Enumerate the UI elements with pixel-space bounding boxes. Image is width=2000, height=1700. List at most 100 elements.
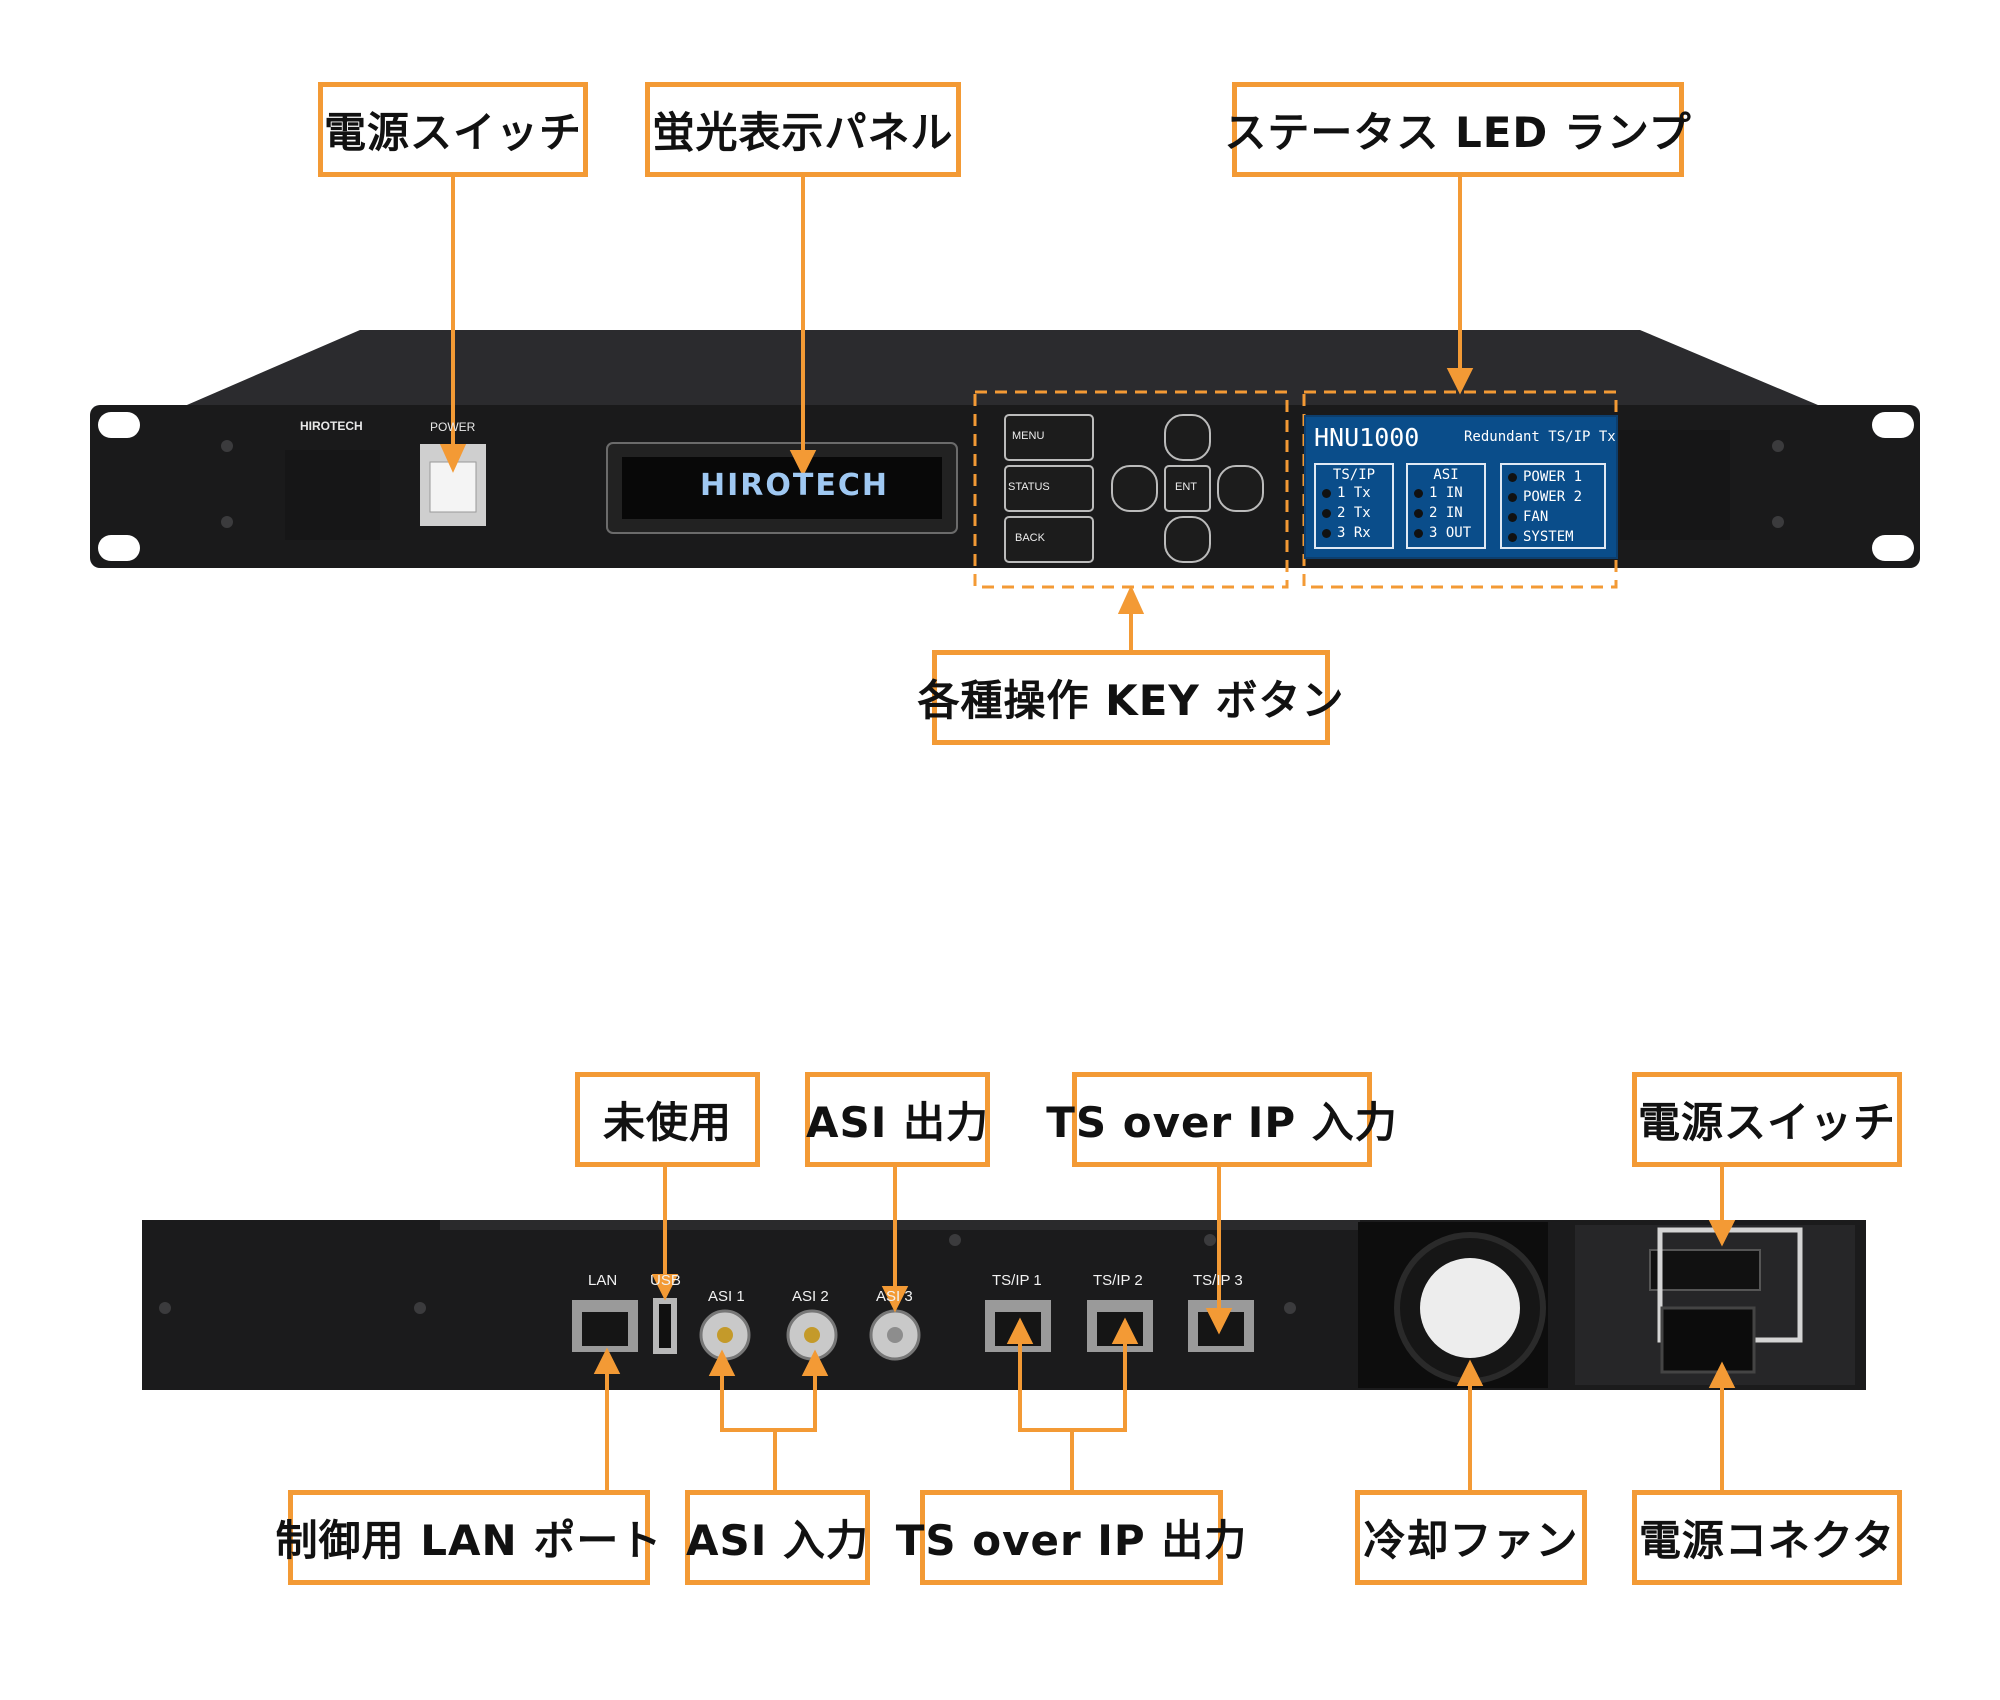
menu-key[interactable] [1004,414,1094,461]
led-row: POWER 1 [1508,469,1582,485]
lan-label: LAN [588,1272,618,1289]
asi1-label: ASI 1 [708,1288,745,1305]
callout-lan-port: 制御用 LAN ポート [276,1490,661,1585]
led-row: POWER 2 [1508,489,1582,505]
usb-label: USB [650,1272,681,1289]
cooling-fan-hub [1420,1258,1520,1358]
tsip3-label: TS/IP 3 [1193,1272,1243,1289]
led-group-title: ASI [1433,467,1459,483]
led-row: SYSTEM [1508,529,1574,545]
led-indicator [1322,528,1331,538]
led-row-label: 1 Tx [1337,485,1371,501]
rack-hole [1872,412,1914,438]
led-row: 3 Rx [1322,525,1371,541]
led-group-tsip: TS/IP 1 Tx 2 Tx 3 Rx [1314,463,1394,549]
menu-key-label: MENU [1012,430,1045,442]
led-row: 3 OUT [1414,525,1471,541]
callout-tsip-out: TS over IP 出力 [896,1490,1246,1585]
status-led-panel: HNU1000 Redundant TS/IP Tx TS/IP 1 Tx 2 … [1304,415,1618,559]
screw [221,440,233,452]
back-key[interactable] [1004,516,1094,563]
screw [949,1234,961,1246]
usb-port-socket [659,1304,671,1348]
asi3-pin [887,1327,903,1343]
led-row-label: POWER 2 [1523,489,1583,505]
ent-key-label: ENT [1175,481,1197,493]
up-key[interactable] [1164,414,1211,461]
asi1-pin [717,1327,733,1343]
down-key[interactable] [1164,516,1211,563]
led-indicator [1508,512,1517,522]
tsip2-label: TS/IP 2 [1093,1272,1143,1289]
tsip1-label: TS/IP 1 [992,1272,1042,1289]
power-connector[interactable] [1660,1306,1756,1374]
led-indicator [1508,532,1517,542]
rack-hole [98,412,140,438]
callout-rear-power-switch: 電源スイッチ [1632,1072,1902,1167]
left-key[interactable] [1111,465,1158,512]
right-key[interactable] [1217,465,1264,512]
led-group-asi: ASI 1 IN 2 IN 3 OUT [1406,463,1486,549]
rack-hole [1872,535,1914,561]
ent-key[interactable] [1164,465,1211,512]
screw [159,1302,171,1314]
led-indicator [1322,508,1331,518]
front-chassis-top [180,330,1825,408]
status-key-label: STATUS [1008,481,1050,493]
led-indicator [1414,528,1423,538]
led-indicator [1414,508,1423,518]
screw [221,516,233,528]
callout-asi-in: ASI 入力 [685,1490,870,1585]
led-indicator [1508,492,1517,502]
front-vent-left [285,450,380,540]
led-row-label: POWER 1 [1523,469,1583,485]
led-row-label: 3 OUT [1429,525,1472,541]
lan-port-socket [582,1312,628,1346]
led-row: 2 Tx [1322,505,1371,521]
led-row: FAN [1508,509,1548,525]
back-key-label: BACK [1015,532,1045,544]
front-leaders [439,175,1474,652]
model-name: HNU1000 [1314,423,1420,452]
led-row-label: 3 Rx [1337,525,1371,541]
led-row-label: 1 IN [1429,485,1463,501]
asi3-label: ASI 3 [876,1288,913,1305]
screw [1204,1234,1216,1246]
asi2-label: ASI 2 [792,1288,829,1305]
led-row-label: FAN [1523,509,1549,525]
callout-tsip-in: TS over IP 入力 [1046,1072,1397,1167]
rear-power-switch[interactable] [1649,1249,1761,1291]
rear-leaders [593,1165,1736,1492]
vfd-screen [622,457,942,519]
led-group-title: TS/IP [1332,467,1376,483]
callout-asi-out: ASI 出力 [805,1072,990,1167]
power-label: POWER [430,420,476,434]
callout-power-connector: 電源コネクタ [1632,1490,1902,1585]
led-row: 1 IN [1414,485,1463,501]
screw [414,1302,426,1314]
callout-fan: 冷却ファン [1355,1490,1587,1585]
callout-unused: 未使用 [575,1072,760,1167]
callout-power-switch: 電源スイッチ [318,82,588,177]
led-row: 1 Tx [1322,485,1371,501]
model-subtitle: Redundant TS/IP Tx [1464,429,1616,445]
status-key[interactable] [1004,465,1094,512]
led-indicator [1414,488,1423,498]
front-vent-right [1620,430,1730,540]
brand-logo: HIROTECH [300,419,363,433]
led-row-label: SYSTEM [1523,529,1574,545]
vfd-text: HIROTECH [700,468,889,503]
led-indicator [1322,488,1331,498]
rack-hole [98,535,140,561]
led-row-label: 2 Tx [1337,505,1371,521]
led-indicator [1508,472,1517,482]
led-group-system: POWER 1 POWER 2 FAN SYSTEM [1500,463,1606,549]
led-row: 2 IN [1414,505,1463,521]
screw [1772,440,1784,452]
screw [1284,1302,1296,1314]
callout-status-led: ステータス LED ランプ [1224,82,1691,177]
callout-keys: 各種操作 KEY ボタン [918,650,1343,745]
callout-vfd-panel: 蛍光表示パネル [645,82,961,177]
rear-chassis-top-edge [440,1220,1360,1230]
